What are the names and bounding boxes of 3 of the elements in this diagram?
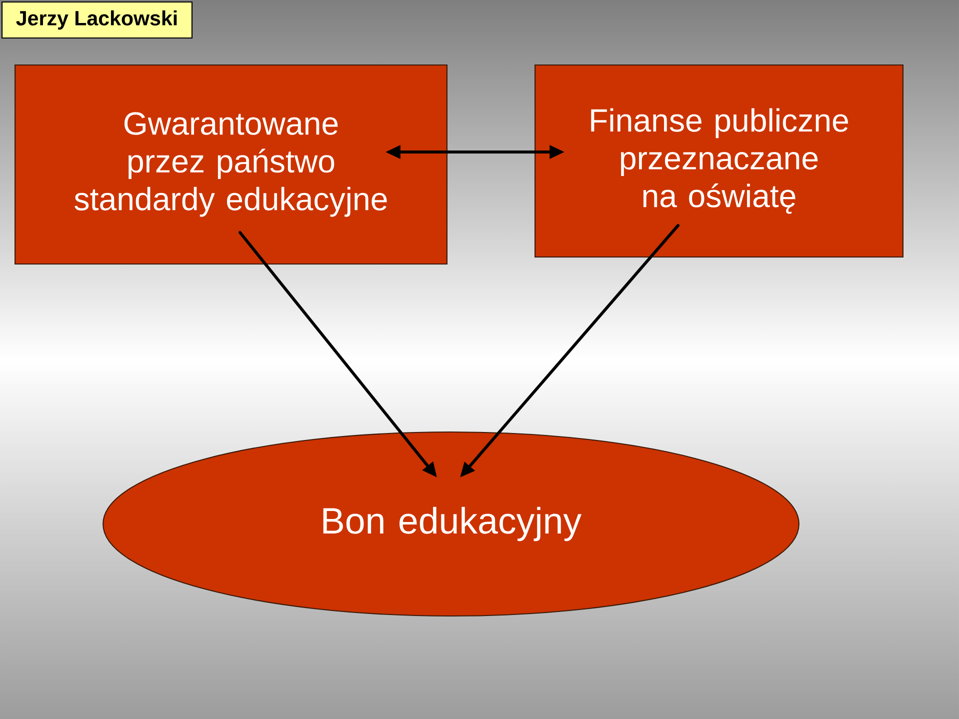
concept-box: Finanse publiczne przeznaczane na oświatę [534,64,904,258]
concept-box: Gwarantowane przez państwo standardy edukacyjne [14,64,448,264]
author-tag: Jerzy Lackowski [2,1,193,39]
